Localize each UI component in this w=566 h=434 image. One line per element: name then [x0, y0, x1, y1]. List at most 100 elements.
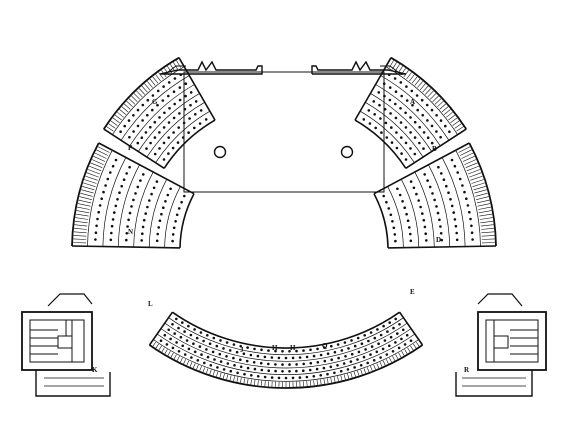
seat — [198, 122, 202, 125]
seat — [363, 334, 367, 337]
seat — [382, 194, 386, 198]
step-hatch — [386, 359, 389, 364]
step-hatch — [333, 376, 336, 382]
seat — [426, 136, 430, 139]
seat — [394, 116, 398, 120]
seat — [421, 113, 425, 117]
seat — [169, 337, 172, 341]
step-hatch — [461, 152, 474, 159]
seat — [200, 353, 203, 356]
seat — [263, 375, 267, 379]
step-hatch — [397, 66, 403, 74]
step-hatch — [80, 192, 93, 197]
seat — [336, 364, 339, 367]
seat — [114, 158, 118, 162]
seat — [245, 359, 249, 363]
seat — [450, 158, 454, 162]
seat — [163, 111, 166, 115]
seat — [125, 172, 128, 175]
seat — [375, 350, 379, 354]
step-hatch — [97, 146, 110, 153]
step-hatch — [189, 361, 193, 367]
seat — [405, 212, 408, 216]
seat — [394, 317, 398, 321]
seat — [409, 232, 412, 236]
seat — [146, 113, 149, 117]
seat — [316, 361, 320, 364]
seat — [226, 362, 230, 365]
step-hatch — [422, 85, 429, 93]
tier-line — [153, 339, 419, 382]
seat — [440, 172, 443, 175]
step-hatch — [219, 372, 222, 378]
tier-front-edge — [354, 119, 407, 169]
seat — [153, 152, 157, 156]
seat — [444, 124, 447, 128]
seat — [130, 205, 133, 208]
seat — [281, 350, 284, 353]
step-hatch — [363, 368, 366, 374]
tier-line — [164, 322, 408, 362]
seat — [267, 349, 270, 352]
step-hatch — [419, 83, 426, 91]
seat — [157, 226, 160, 229]
step-hatch — [446, 111, 453, 118]
seat — [393, 233, 397, 236]
step-hatch — [478, 210, 492, 214]
seat — [417, 199, 421, 202]
step-hatch — [434, 98, 442, 105]
seat — [110, 231, 113, 235]
seat — [152, 186, 156, 190]
step-hatch — [77, 206, 90, 210]
step-hatch — [327, 378, 329, 384]
seat — [385, 353, 389, 356]
seat — [94, 238, 97, 241]
step-hatch — [84, 179, 97, 184]
tier-front-edge — [171, 311, 401, 349]
seat — [425, 103, 429, 107]
seat — [413, 152, 417, 156]
seat — [377, 91, 381, 94]
step-hatch — [337, 376, 339, 382]
seat — [199, 109, 203, 112]
step-hatch — [167, 351, 171, 356]
seat — [449, 198, 452, 201]
seat — [402, 328, 405, 332]
seat — [151, 108, 154, 112]
seat — [349, 360, 353, 363]
step-hatch — [478, 206, 491, 210]
step-hatch — [152, 76, 159, 84]
stage-column-right — [340, 145, 354, 159]
seat — [398, 323, 401, 326]
seat — [442, 178, 446, 181]
step-hatch — [409, 74, 415, 82]
seat — [263, 355, 267, 359]
seat — [295, 369, 298, 373]
seat — [239, 358, 242, 362]
step-hatch — [110, 120, 118, 126]
seat — [382, 324, 385, 328]
step-hatch — [254, 379, 256, 385]
seat — [171, 346, 175, 350]
seat — [411, 103, 414, 107]
seat — [406, 219, 410, 222]
seat — [193, 328, 196, 331]
seat — [136, 108, 140, 112]
seat — [405, 85, 408, 88]
seat — [471, 238, 474, 241]
seat — [181, 321, 184, 324]
seat — [177, 126, 180, 129]
seat — [309, 348, 312, 352]
tier-line — [428, 164, 451, 247]
seat — [156, 103, 159, 107]
label-upper-right-lower: B — [432, 145, 437, 153]
seat — [136, 141, 140, 145]
seat — [194, 113, 197, 116]
seat — [391, 350, 395, 353]
step-hatch — [74, 220, 88, 224]
step-hatch — [158, 345, 162, 351]
seat — [183, 330, 186, 333]
seat — [288, 363, 291, 366]
seat — [160, 212, 163, 216]
step-hatch — [250, 379, 252, 385]
